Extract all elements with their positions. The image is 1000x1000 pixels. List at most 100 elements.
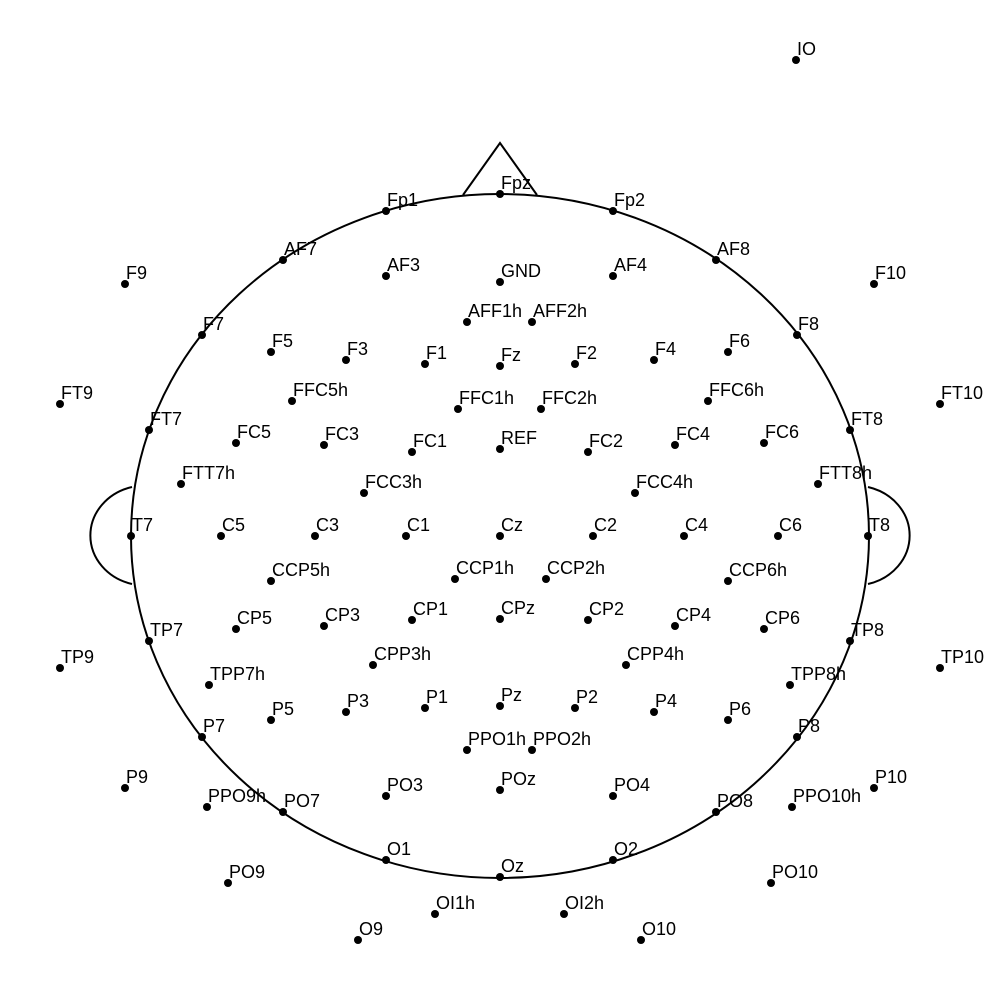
left-ear-outline	[89, 486, 133, 585]
electrode-dot-tp9	[56, 664, 64, 672]
electrode-poz: POz	[496, 769, 536, 794]
electrode-dot-ppo10h	[788, 803, 796, 811]
electrode-fcc4h: FCC4h	[631, 472, 693, 497]
electrode-dot-ccp2h	[542, 575, 550, 583]
electrode-f5: F5	[267, 331, 293, 356]
electrode-dot-c2	[589, 532, 597, 540]
electrode-f2: F2	[571, 343, 597, 368]
electrode-tp9: TP9	[56, 647, 94, 672]
electrode-label-fp2: Fp2	[614, 190, 645, 210]
electrode-cp1: CP1	[408, 599, 448, 624]
electrode-dot-f7	[198, 331, 206, 339]
electrode-label-p4: P4	[655, 691, 677, 711]
electrode-label-fc4: FC4	[676, 424, 710, 444]
electrode-label-tpp7h: TPP7h	[210, 664, 265, 684]
electrode-fc3: FC3	[320, 424, 359, 449]
electrode-dot-tp7	[145, 637, 153, 645]
electrode-ppo10h: PPO10h	[788, 786, 861, 811]
electrode-dot-t8	[864, 532, 872, 540]
electrode-label-o2: O2	[614, 839, 638, 859]
nose-outline	[462, 141, 538, 196]
electrode-label-oi1h: OI1h	[436, 893, 475, 913]
electrode-ft7: FT7	[145, 409, 182, 434]
electrode-cpp3h: CPP3h	[369, 644, 431, 669]
electrode-label-oz: Oz	[501, 856, 524, 876]
electrode-o2: O2	[609, 839, 638, 864]
electrode-label-af7: AF7	[284, 239, 317, 259]
electrode-ccp1h: CCP1h	[451, 558, 514, 583]
electrode-dot-c6	[774, 532, 782, 540]
electrode-label-fp1: Fp1	[387, 190, 418, 210]
electrode-dot-po9	[224, 879, 232, 887]
electrode-label-p10: P10	[875, 767, 907, 787]
electrode-dot-fc5	[232, 439, 240, 447]
electrode-dot-cpp4h	[622, 661, 630, 669]
electrode-label-c2: C2	[594, 515, 617, 535]
electrode-po7: PO7	[279, 791, 320, 816]
electrode-label-f6: F6	[729, 331, 750, 351]
electrode-label-ffc1h: FFC1h	[459, 388, 514, 408]
electrode-ffc5h: FFC5h	[288, 380, 348, 405]
electrode-fc1: FC1	[408, 431, 447, 456]
electrode-dot-t7	[127, 532, 135, 540]
electrode-label-aff2h: AFF2h	[533, 301, 587, 321]
electrode-oi2h: OI2h	[560, 893, 604, 918]
electrode-label-p8: P8	[798, 716, 820, 736]
electrode-dot-p6	[724, 716, 732, 724]
electrode-dot-aff2h	[528, 318, 536, 326]
electrode-fz: Fz	[496, 345, 521, 370]
electrode-label-cpp4h: CPP4h	[627, 644, 684, 664]
electrode-tpp8h: TPP8h	[786, 664, 846, 689]
electrode-label-poz: POz	[501, 769, 536, 789]
electrode-c4: C4	[680, 515, 708, 540]
electrode-po9: PO9	[224, 862, 265, 887]
electrode-dot-fcc3h	[360, 489, 368, 497]
electrode-label-c5: C5	[222, 515, 245, 535]
electrode-label-ft8: FT8	[851, 409, 883, 429]
electrode-fc2: FC2	[584, 431, 623, 456]
electrode-dot-oi1h	[431, 910, 439, 918]
electrode-label-ft7: FT7	[150, 409, 182, 429]
electrode-f7: F7	[198, 314, 224, 339]
electrode-dot-o10	[637, 936, 645, 944]
electrode-f1: F1	[421, 343, 447, 368]
electrode-label-cp5: CP5	[237, 608, 272, 628]
electrode-dot-ffc1h	[454, 405, 462, 413]
electrode-dot-fc1	[408, 448, 416, 456]
electrode-dot-c5	[217, 532, 225, 540]
electrode-ppo1h: PPO1h	[463, 729, 526, 754]
electrode-label-tp7: TP7	[150, 620, 183, 640]
electrode-label-ccp6h: CCP6h	[729, 560, 787, 580]
electrode-o1: O1	[382, 839, 411, 864]
electrode-o10: O10	[637, 919, 676, 944]
electrode-dot-io	[792, 56, 800, 64]
electrode-label-ccp1h: CCP1h	[456, 558, 514, 578]
electrode-c1: C1	[402, 515, 430, 540]
electrode-dot-ccp5h	[267, 577, 275, 585]
electrode-label-ref: REF	[501, 428, 537, 448]
electrode-label-cp2: CP2	[589, 599, 624, 619]
electrode-label-c1: C1	[407, 515, 430, 535]
electrode-fc4: FC4	[671, 424, 710, 449]
right-ear-outline	[867, 486, 911, 585]
electrode-label-c6: C6	[779, 515, 802, 535]
electrode-po8: PO8	[712, 791, 753, 816]
electrode-label-t8: T8	[869, 515, 890, 535]
electrode-fc6: FC6	[760, 422, 799, 447]
electrode-label-ppo1h: PPO1h	[468, 729, 526, 749]
electrode-dot-f2	[571, 360, 579, 368]
electrode-dot-ppo1h	[463, 746, 471, 754]
electrode-pz: Pz	[496, 685, 522, 710]
electrode-dot-af7	[279, 256, 287, 264]
electrode-label-p9: P9	[126, 767, 148, 787]
electrode-dot-p8	[793, 733, 801, 741]
electrode-tp7: TP7	[145, 620, 183, 645]
electrode-c6: C6	[774, 515, 802, 540]
electrode-af4: AF4	[609, 255, 647, 280]
electrode-dot-po10	[767, 879, 775, 887]
electrode-c5: C5	[217, 515, 245, 540]
electrode-label-f8: F8	[798, 314, 819, 334]
electrode-dot-aff1h	[463, 318, 471, 326]
